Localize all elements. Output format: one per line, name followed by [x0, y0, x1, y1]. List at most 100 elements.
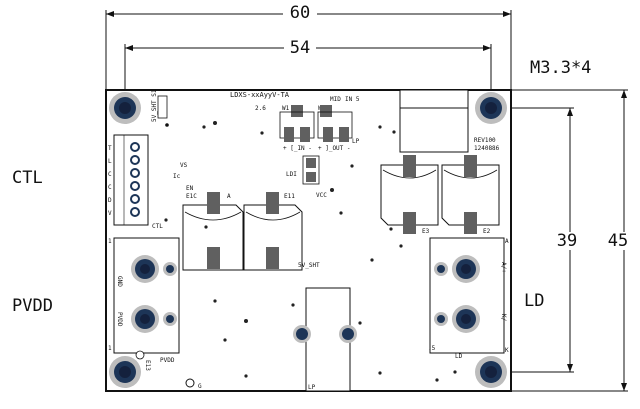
dim-45-arrow-bottom: [621, 383, 627, 391]
a-text: A: [227, 193, 231, 200]
ldi-outline: [302, 155, 320, 185]
one-top-text: 1: [108, 238, 112, 245]
ldi-pad: [306, 158, 316, 168]
v26-text: 2.6: [255, 105, 266, 112]
dim-54-arrow-left: [125, 45, 133, 51]
a-small-text: A: [505, 238, 509, 245]
mounting-hole-top-left: [109, 92, 141, 124]
input-connector-outline: [399, 89, 469, 153]
e2-text: E2: [483, 228, 491, 235]
dim-45-bg: [604, 232, 632, 250]
dim-45-arrow-top: [621, 90, 627, 98]
mid-text: MID: [330, 96, 341, 103]
e13-text: E13: [144, 360, 151, 371]
e3-text: E3: [422, 228, 430, 235]
hole-spec-text: M3.3*4: [530, 58, 591, 78]
dim-60-text: 60: [290, 3, 310, 23]
capacitor-e11: [243, 192, 303, 271]
mounting-hole-bottom-left: [109, 356, 141, 388]
pad: [323, 127, 333, 142]
e11-text: E11: [284, 193, 295, 200]
w2-pad: [320, 105, 332, 117]
in-label-text: + [_IN -: [283, 145, 312, 152]
out-label-text: + ]_OUT -: [318, 145, 351, 152]
dim-39-arrow-top: [567, 108, 573, 116]
date-code-text: 1240886: [474, 145, 500, 152]
vs-text: VS: [180, 162, 188, 169]
point5-text: .5: [428, 345, 436, 352]
dim-54-text: 54: [290, 38, 310, 58]
k-small-text: K: [505, 347, 509, 354]
g-label-text: G: [198, 383, 202, 390]
ctl-pin: [130, 142, 140, 152]
dim-60-bg: [283, 4, 317, 22]
pad: [339, 127, 349, 142]
side-label-pvdd: PVDD: [12, 296, 53, 316]
ldi-pad: [306, 172, 316, 182]
ctl-pins: [130, 142, 140, 217]
ld-terminal-anode: [434, 255, 480, 283]
pvdd-terminal-vdd: [131, 305, 177, 333]
mounting-hole-bottom-right: [475, 356, 507, 388]
ctl-pin-label: C: [108, 171, 112, 178]
ctl-pin: [130, 181, 140, 191]
side-label-ld: LD: [524, 291, 544, 311]
five-v-sht-text: 5V_SHT: [298, 262, 320, 269]
pvdd-terminal-gnd: [131, 255, 177, 283]
part-number-text: LDXS-xxAyyV-TA: [230, 91, 290, 99]
gnd-text: GND: [116, 276, 123, 287]
dim-54-bg: [284, 38, 316, 56]
e1c-text: E1C: [186, 193, 197, 200]
regulator-in-outline: [279, 111, 315, 139]
pad: [300, 127, 310, 142]
ld-terminal-cathode: [434, 305, 480, 333]
ctl-pin-label: V: [108, 210, 112, 217]
one-bottom-text: 1: [108, 345, 112, 352]
ctl-connector-outline: [113, 134, 149, 226]
mounting-hole-top-right: [475, 92, 507, 124]
via: [165, 123, 169, 127]
ctl-pin: [130, 155, 140, 165]
ctl-pin-label: T: [108, 145, 112, 152]
vcc-text: VCC: [316, 192, 327, 199]
dim-39-arrow-bottom: [567, 364, 573, 372]
fiducial-g: [185, 378, 195, 388]
regulator-out-outline: [317, 111, 353, 139]
ctl-pin-label: C: [108, 184, 112, 191]
pvdd-connector-outline: [113, 237, 180, 354]
ctl-connector-text: CTL: [152, 223, 163, 230]
via: [135, 350, 145, 360]
ctl-pin-label: D: [108, 197, 112, 204]
ctl-pin: [130, 194, 140, 204]
w1-pad: [291, 105, 303, 117]
lp-terminal-left: [293, 325, 311, 343]
jumper-s1-outline: [157, 95, 168, 119]
ctl-pin: [130, 168, 140, 178]
ic-text: Ic: [173, 173, 181, 180]
dim-60-arrow-right: [503, 11, 511, 17]
capacitor-e1c: [182, 192, 244, 271]
capacitor-e3: [380, 155, 439, 234]
ldi-text: LDI: [286, 171, 297, 178]
dim-45-text: 45: [608, 231, 628, 251]
dim-39-text: 39: [557, 231, 577, 251]
dim-54-arrow-right: [483, 45, 491, 51]
lp-terminal-right: [339, 325, 357, 343]
in5-text: IN 5: [345, 96, 360, 103]
revision-text: REV100: [474, 137, 496, 144]
ld-label-text: LD: [455, 353, 463, 360]
en-text: EN: [186, 185, 194, 192]
dim-39-bg: [552, 232, 582, 250]
ctl-pin: [130, 207, 140, 217]
pvdd-label-text: PVDD: [160, 357, 175, 364]
side-label-ctl: CTL: [12, 168, 43, 188]
aplus-text: A/+: [500, 262, 507, 273]
pvdd-pin-text: PVDD: [116, 312, 123, 327]
lp-label-text: LP: [308, 384, 316, 391]
dim-60-arrow-left: [106, 11, 114, 17]
w1-text: W1: [282, 105, 290, 112]
kminus-text: K/-: [500, 314, 507, 325]
ld-connector-outline: [429, 237, 505, 354]
vias: [164, 121, 457, 382]
